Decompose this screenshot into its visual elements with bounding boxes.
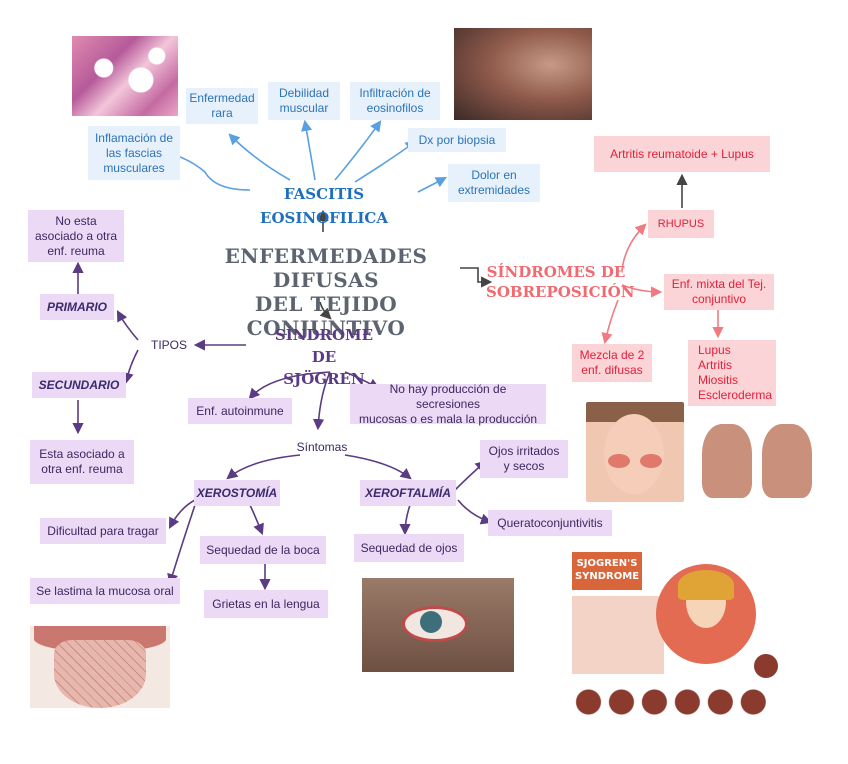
- infographic-anatomy-panel: [572, 596, 664, 674]
- sobreposicion-mezcla: Mezcla de 2 enf. difusas: [572, 344, 652, 382]
- cheek-rash-right: [640, 454, 662, 468]
- sobreposicion-title: SÍNDROMES DE SOBREPOSICIÓN: [486, 263, 635, 301]
- cracked-tongue-photo: [30, 626, 170, 708]
- main-title: ENFERMEDADES DIFUSAS DEL TEJIDO CONJUNTI…: [224, 244, 428, 340]
- histology-image: [72, 36, 178, 116]
- tongue-shape: [54, 640, 146, 708]
- hands-photo: [696, 404, 822, 502]
- fascitis-title: FASCITIS EOSINOFILICA: [260, 185, 388, 227]
- infographic-mouth-badge: [754, 654, 778, 678]
- sobreposicion-enf-mixta: Enf. mixta del Tej. conjuntivo: [664, 274, 774, 310]
- sobreposicion-artritis-lupus: Artritis reumatoide + Lupus: [594, 136, 770, 172]
- sjogren-xerostomia: XEROSTOMÍA: [194, 480, 280, 506]
- sobreposicion-lista: Lupus Artritis Miositis Escleroderma: [688, 340, 776, 406]
- sjogren-autoinmune: Enf. autoinmune: [188, 398, 292, 424]
- sjogren-sequedad-ojos: Sequedad de ojos: [354, 534, 464, 562]
- sjogren-tipos: TIPOS: [150, 337, 187, 352]
- hand-left: [702, 424, 752, 498]
- sjogren-asociado: Esta asociado a otra enf. reuma: [30, 440, 134, 484]
- sjogren-secundario: SECUNDARIO: [32, 372, 126, 398]
- infographic-title: SJOGREN'S SYNDROME: [572, 552, 642, 590]
- sjogren-no-asociado: No esta asociado a otra enf. reuma: [28, 210, 124, 262]
- iris: [420, 611, 442, 633]
- infographic-hair: [678, 570, 734, 600]
- skin-photo: [454, 28, 592, 120]
- sjogren-grietas: Grietas en la lengua: [204, 590, 328, 618]
- sjogren-queratoconjuntivitis: Queratoconjuntivitis: [488, 510, 612, 536]
- fascitis-biopsia: Dx por biopsia: [408, 128, 506, 152]
- fascitis-inflamacion: Inflamación de las fascias musculares: [88, 126, 180, 180]
- dry-eye-photo: [362, 578, 514, 672]
- fascitis-dolor: Dolor en extremidades: [448, 164, 540, 202]
- sjogren-infographic: SJOGREN'S SYNDROME: [566, 546, 784, 724]
- fascitis-debilidad: Debilidad muscular: [268, 82, 340, 120]
- sjogren-sequedad-boca: Sequedad de la boca: [200, 536, 326, 564]
- sjogren-primario: PRIMARIO: [40, 294, 114, 320]
- cheek-rash-left: [608, 454, 630, 468]
- sjogren-xeroftalmia: XEROFTALMÍA: [360, 480, 456, 506]
- hand-right: [762, 424, 812, 498]
- sjogren-lastima: Se lastima la mucosa oral: [30, 578, 180, 604]
- sjogren-secreciones: No hay producción de secresiones mucosas…: [350, 382, 546, 426]
- fascitis-rara: Enfermedad rara: [186, 88, 258, 124]
- sjogren-sintomas: Síntomas: [296, 439, 348, 454]
- sjogren-dificultad: Dificultad para tragar: [40, 518, 166, 544]
- infographic-icon-row: [572, 686, 778, 718]
- sjogren-ojos-irritados: Ojos irritados y secos: [480, 440, 568, 478]
- fascitis-infiltracion: Infiltración de eosinofilos: [350, 82, 440, 120]
- sjogren-title: SÍNDROME DE SJÖGREN: [274, 326, 374, 388]
- face-rash-photo: [586, 402, 684, 502]
- sobreposicion-rhupus: RHUPUS: [648, 210, 714, 238]
